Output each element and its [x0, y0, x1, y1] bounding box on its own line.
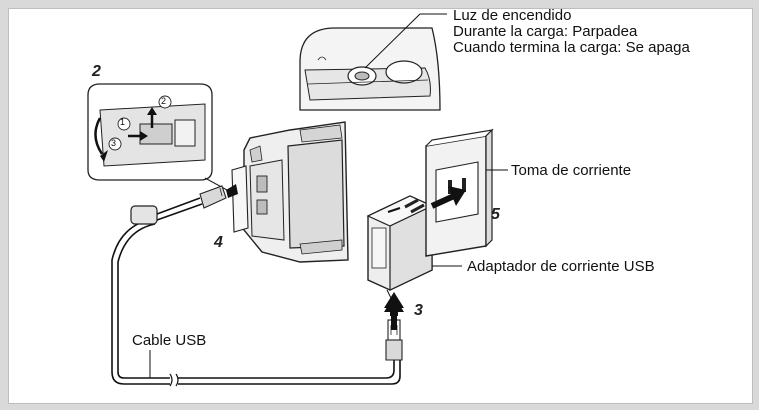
- sub-step-number: 1: [120, 117, 126, 127]
- power-lamp-inset: [299, 13, 447, 111]
- step-number: 2: [92, 63, 101, 80]
- adapter-label: Adaptador de corriente USB: [467, 258, 655, 275]
- cable-label: Cable USB: [132, 332, 207, 349]
- camera-body: [231, 121, 349, 263]
- step-number: 3: [414, 302, 423, 319]
- terminal-cover-inset: [87, 83, 239, 197]
- step-number: 4: [214, 234, 223, 251]
- sub-step-number: 3: [111, 138, 117, 148]
- power-lamp-label: Luz de encendido: [453, 7, 572, 24]
- charging-off-text: Cuando termina la carga: Se apaga: [453, 39, 690, 56]
- leader-lines: [149, 169, 508, 378]
- outlet-label: Toma de corriente: [511, 162, 632, 179]
- step-number: 5: [491, 206, 500, 223]
- sub-step-number: 2: [161, 96, 167, 106]
- charging-blink-text: Durante la carga: Parpadea: [453, 23, 638, 40]
- usb-adapter: [366, 195, 434, 301]
- insert-arrows: [384, 186, 466, 330]
